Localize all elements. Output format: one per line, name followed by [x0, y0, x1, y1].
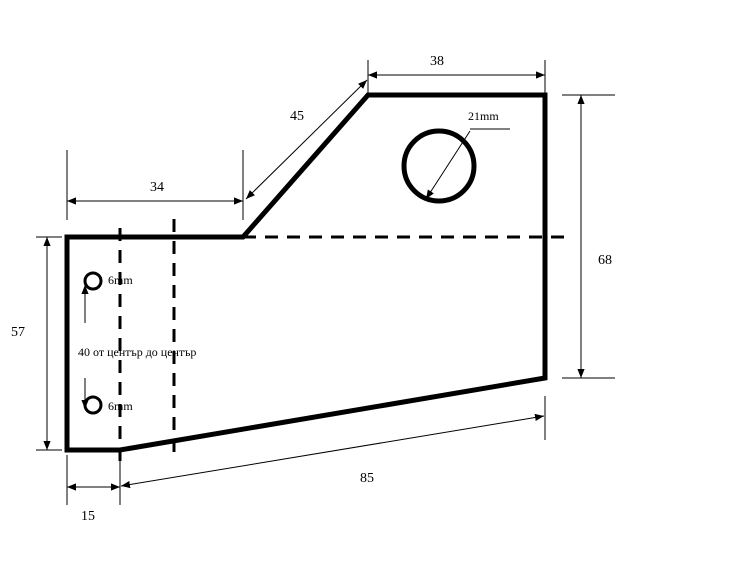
large-hole-diameter-line: [425, 130, 471, 200]
small-hole-bottom-label: 6mm: [108, 399, 133, 413]
dim-85-label: 85: [360, 471, 374, 486]
part-outline: [64, 92, 548, 453]
dim-85-line: [120, 413, 545, 489]
dim-15-label: 15: [81, 509, 95, 524]
hole-spacing-note: 40 от център до център: [78, 345, 196, 359]
small-hole-top: [83, 271, 103, 291]
dim-45-line: [245, 79, 368, 200]
dim-57-label: 57: [11, 325, 25, 340]
dim-38-label: 38: [430, 54, 444, 69]
large-hole: [401, 128, 477, 204]
large-hole-label: 21mm: [468, 109, 499, 123]
dim-68-label: 68: [598, 253, 612, 268]
dim-34-label: 34: [150, 180, 164, 195]
dim-45-label: 45: [290, 109, 304, 124]
small-hole-top-label: 6mm: [108, 273, 133, 287]
small-hole-bottom: [83, 395, 103, 415]
